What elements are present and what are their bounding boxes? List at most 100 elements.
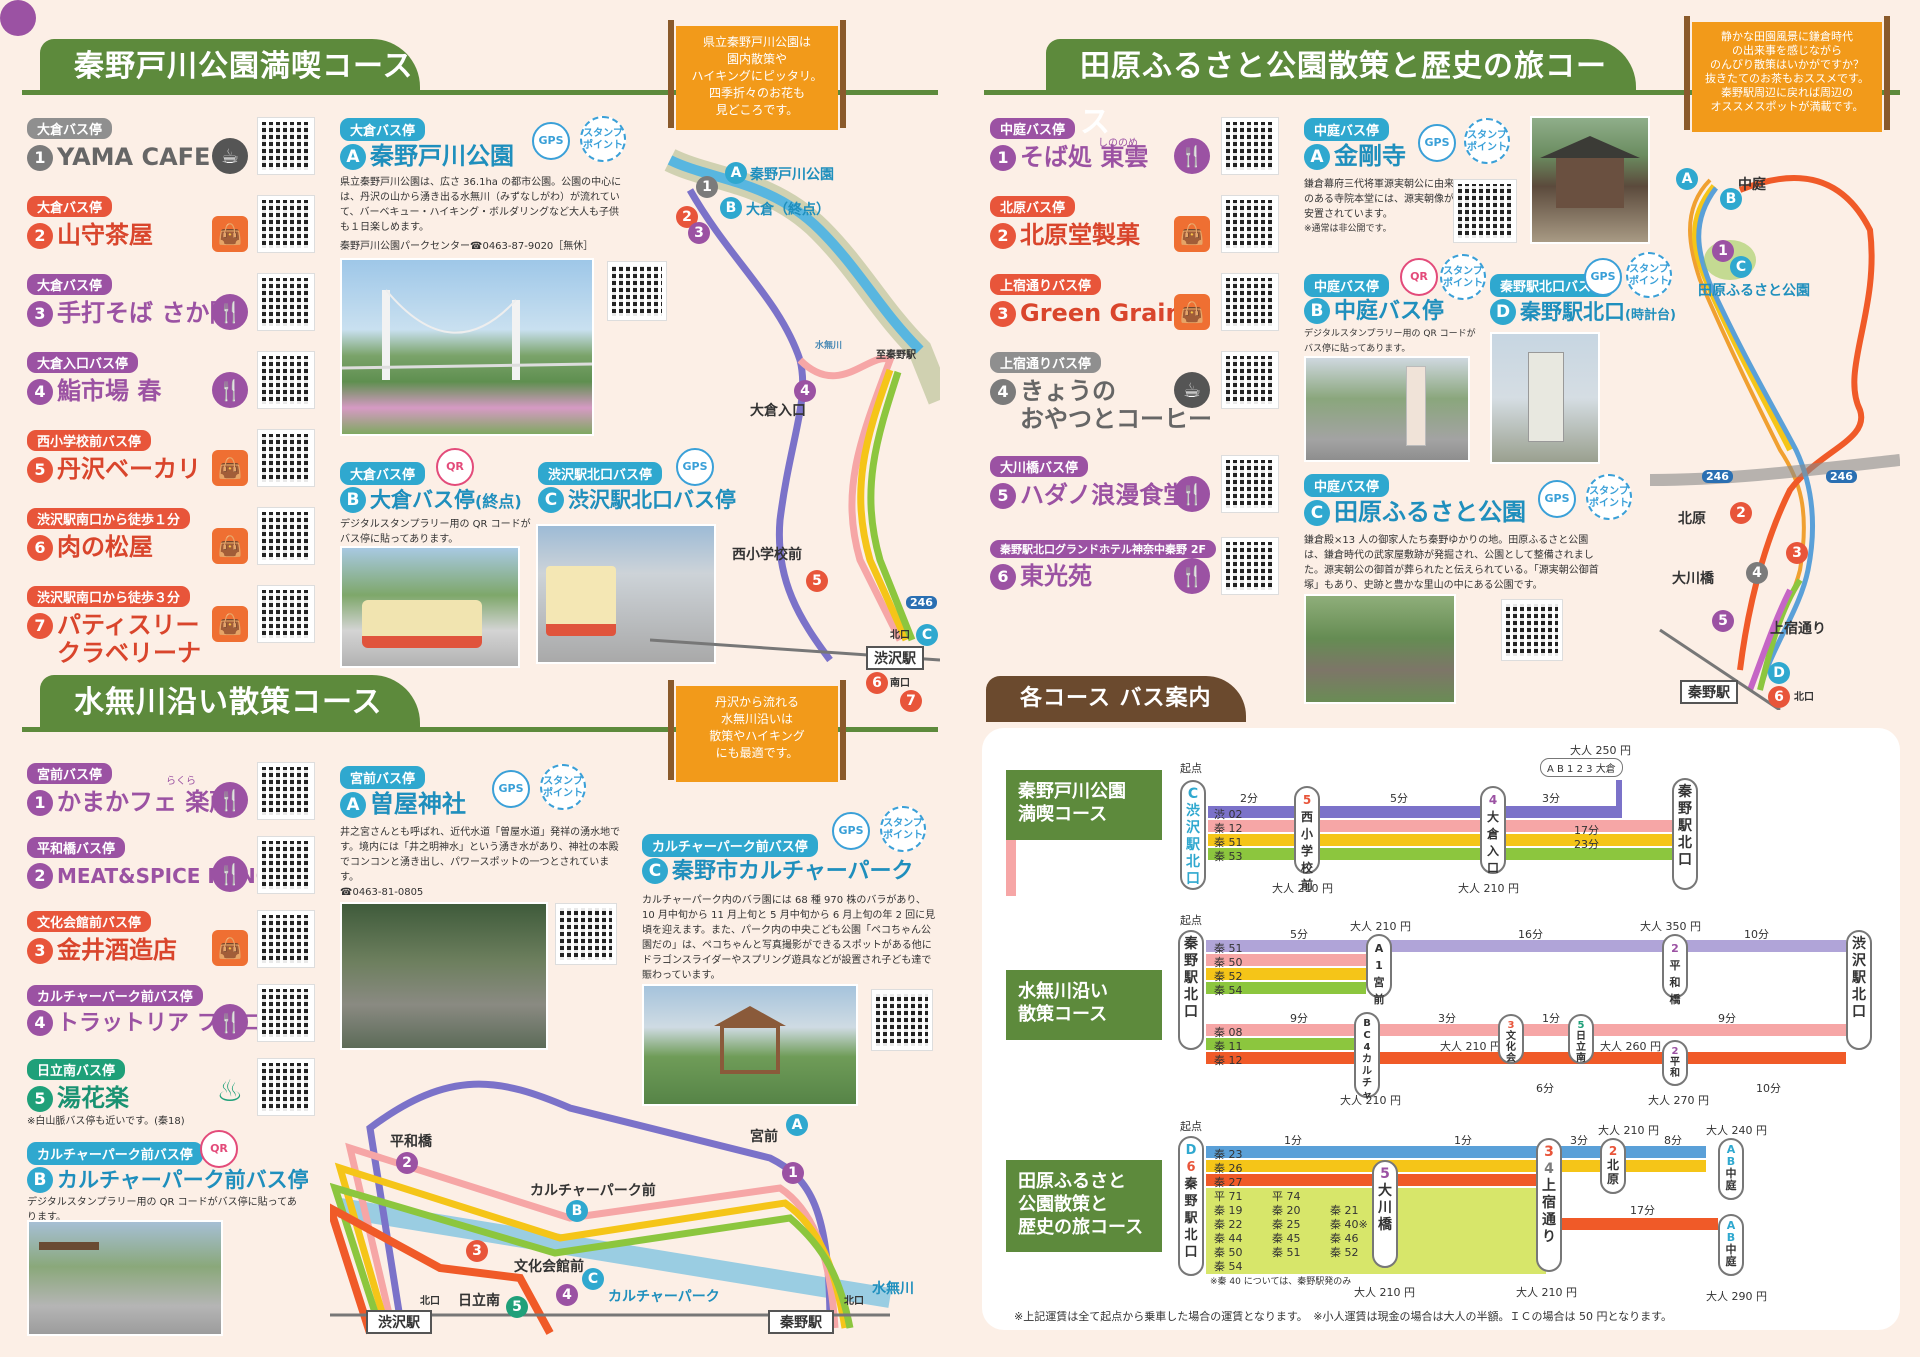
qr-code[interactable]	[257, 273, 315, 331]
qr-code[interactable]	[607, 261, 667, 321]
qr-code[interactable]	[257, 1058, 315, 1116]
bus-footnote: ※上記運賃は全て起点から乗車した場合の運賃となります。 ※小人運賃は現金の場合は…	[1014, 1310, 1673, 1323]
qr-code[interactable]	[1221, 195, 1279, 253]
map-label-nishi: 西小学校前	[732, 547, 802, 563]
qr-code[interactable]	[257, 585, 315, 643]
stamp-point-badge: スタンプポイント	[1440, 254, 1486, 300]
stamp-point-badge: スタンプポイント	[1464, 118, 1510, 164]
fork-knife-icon: 🍴	[212, 856, 248, 892]
course1-title-underline	[22, 90, 938, 95]
qr-code[interactable]	[257, 117, 315, 175]
stamp-point-badge: スタンプポイント	[1586, 474, 1632, 520]
qr-code[interactable]	[257, 351, 315, 409]
bus-station-hadano-kita: 秦野駅北口	[1672, 778, 1698, 890]
shopping-bag-icon: 👜	[1174, 294, 1210, 330]
hot-spring-icon: ♨	[216, 1074, 244, 1109]
shopping-bag-icon: 👜	[212, 216, 248, 252]
qr-code[interactable]	[1501, 599, 1563, 661]
course3-banner: 静かな田園風景に鎌倉時代 の出来事を感じながら のんびり散策はいかがですか？ 抜…	[1684, 16, 1890, 132]
shopping-bag-icon: 👜	[1174, 216, 1210, 252]
qr-code[interactable]	[1453, 179, 1517, 243]
gps-badge: GPS	[492, 770, 530, 808]
fork-knife-icon	[0, 0, 36, 36]
qr-badge: QR	[1400, 258, 1438, 296]
qr-code[interactable]	[1221, 117, 1279, 175]
map-label-okura-iriguchi: 大倉入口	[750, 403, 806, 419]
stamp-point-badge: スタンプポイント	[880, 806, 926, 852]
map-marker-b: B	[720, 197, 742, 219]
qr-code[interactable]	[1221, 273, 1279, 331]
qr-code[interactable]	[1221, 351, 1279, 409]
tawara-park-photo	[1304, 594, 1456, 704]
fork-knife-icon: 🍴	[1174, 558, 1210, 594]
fork-knife-icon: 🍴	[212, 294, 248, 330]
bus-stop-photo	[340, 546, 520, 668]
shopping-bag-icon: 👜	[212, 450, 248, 486]
qr-code[interactable]	[257, 507, 315, 565]
qr-code[interactable]	[257, 429, 315, 487]
map-label-shibusawa: 渋沢駅	[866, 646, 924, 670]
bus-guide-title: 各コース バス案内	[986, 676, 1246, 722]
qr-code[interactable]	[1221, 455, 1279, 513]
course2-title: 水無川沿い散策コース	[40, 675, 420, 731]
qr-code[interactable]	[555, 903, 617, 965]
clock-tower-photo	[1490, 332, 1600, 464]
bridge-drawing	[341, 289, 593, 380]
qr-code[interactable]	[257, 762, 315, 820]
qr-code[interactable]	[1221, 537, 1279, 595]
qr-code[interactable]	[257, 910, 315, 968]
course3-title-underline	[984, 90, 1900, 95]
qr-code[interactable]	[257, 195, 315, 253]
gps-badge: GPS	[1584, 258, 1622, 296]
course1-title: 秦野戸川公園満喫コース	[40, 39, 420, 95]
gps-badge: GPS	[676, 448, 714, 486]
course3-map	[1650, 175, 1900, 710]
qr-code[interactable]	[257, 836, 315, 894]
map-label-a: 秦野戸川公園	[750, 167, 834, 183]
map-label-b: 大倉（終点）	[746, 202, 830, 218]
course1-map	[650, 149, 940, 663]
gps-badge: GPS	[832, 812, 870, 850]
course2-banner: 丹沢から流れる 水無川沿いは 散策やハイキング にも最適です。	[668, 680, 846, 782]
qr-code[interactable]	[257, 984, 315, 1042]
map-label-nakaniwa: 中庭	[1738, 177, 1766, 193]
fork-knife-icon: 🍴	[1174, 476, 1210, 512]
qr-code[interactable]	[871, 989, 933, 1051]
fork-knife-icon: 🍴	[1174, 138, 1210, 174]
spring-water-photo	[340, 902, 548, 1050]
culture-park-bus-stop-photo	[27, 1220, 223, 1336]
bus-route2-label: 水無川沿い散策コース	[1006, 970, 1162, 1040]
